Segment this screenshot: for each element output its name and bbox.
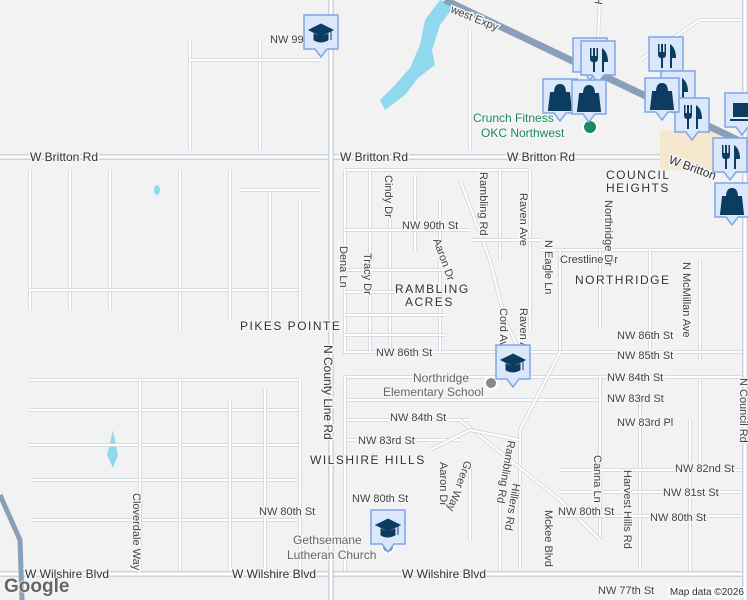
map-label-nw83: NW 83rd St [358, 435, 415, 447]
school-pin[interactable] [370, 509, 406, 554]
minor-road-fill [459, 419, 601, 541]
map-label-dena: Dena Ln [337, 246, 349, 288]
map-label-nw80: NW 80th St [352, 493, 408, 505]
map-label-britton: W Britton Rd [30, 150, 98, 164]
map-label-mcmillan: N McMillan Ave [680, 262, 692, 338]
map-label-nw85: NW 85th St [617, 350, 673, 362]
school-icon [499, 353, 527, 373]
map-label-county_line: N County Line Rd [321, 345, 335, 440]
map-label-northridge: NORTHRIDGE [575, 273, 670, 287]
shopping-bag-pin[interactable] [714, 182, 748, 227]
map-label-nw86: NW 86th St [376, 347, 432, 359]
map-label-wilshire: W Wilshire Blvd [402, 567, 486, 581]
school-icon [374, 518, 402, 538]
school-icon [307, 23, 335, 43]
restaurant-icon [658, 44, 676, 68]
map-label-raven: Raven Ave [517, 193, 529, 246]
pin-background [712, 137, 748, 182]
map-label-council_rd: N Council Rd [737, 378, 748, 443]
minor-road-fill [459, 179, 521, 353]
restaurant-pin[interactable] [674, 97, 710, 142]
map-label-wilshire: W Wilshire Blvd [25, 567, 109, 581]
google-logo: Google [4, 576, 70, 597]
pond [107, 430, 118, 468]
laptop-icon [730, 103, 748, 121]
map-label-britton: W Britton Rd [507, 150, 575, 164]
map-label-rambling_rd: Rambling Rd [477, 172, 489, 236]
pin-background [580, 40, 616, 85]
map-label-mckee: Mckee Blvd [542, 510, 554, 567]
map-label-nw90: NW 90th St [402, 220, 458, 232]
school-marker[interactable] [484, 376, 498, 390]
map-label-crunch1: Crunch Fitness - [473, 111, 561, 125]
map-label-wilshire: W Wilshire Blvd [232, 567, 316, 581]
map-label-aaron: Aaron Dr [430, 237, 456, 283]
map-label-council1: COUNCIL [606, 168, 671, 182]
shopping-bag-icon [719, 187, 745, 215]
shopping-bag-icon [547, 83, 573, 111]
map-label-nw83: NW 83rd St [607, 393, 664, 405]
minor-road-fill [519, 351, 561, 574]
restaurant-pin[interactable] [580, 40, 616, 85]
school-pin[interactable] [303, 14, 339, 59]
map-label-school1: Northridge [413, 371, 469, 385]
map-label-hefner: H [593, 0, 606, 6]
map-label-pikes: PIKES POINTE [240, 319, 341, 333]
shopping-bag-icon [649, 82, 675, 110]
map-label-nw86: NW 86th St [617, 330, 673, 342]
map-label-council2: HEIGHTS [606, 181, 670, 195]
minor-road-fill [429, 428, 521, 451]
map-label-northridge_dr: Northridge Dr [602, 200, 614, 266]
map-label-cloverdale: Cloverdale Way [130, 493, 142, 571]
map-label-britton: W Britton Rd [340, 150, 408, 164]
map-label-cindy: Cindy Dr [382, 175, 394, 218]
map-label-nw81: NW 81st St [663, 487, 719, 499]
highway-southwest [0, 493, 25, 600]
map-pins[interactable] [303, 14, 748, 554]
map-label-canna: Canna Ln [591, 455, 603, 503]
restaurant-icon [590, 48, 608, 72]
laptop-pin[interactable] [724, 92, 748, 137]
map-label-nw_expy: west Expy [448, 3, 500, 33]
map-label-eagle: N Eagle Ln [542, 240, 554, 294]
map-label-school2: Elementary School [383, 385, 484, 399]
map-label-wilshire_hills: WILSHIRE HILLS [310, 453, 426, 467]
map-label-nw77: NW 77th St [598, 585, 654, 597]
map-label-rambling1: RAMBLING [395, 282, 470, 296]
restaurant-icon [684, 105, 702, 129]
map-label-nw80: NW 80th St [558, 506, 614, 518]
map-label-cord: Cord Ave [497, 308, 509, 353]
map-label-nw99: NW 99 [270, 34, 304, 46]
map-label-rambling2: ACRES [405, 295, 454, 309]
map-label-church1: Gethsemane [293, 533, 362, 547]
map-attribution[interactable]: Map data ©2026 [667, 587, 746, 598]
map-label-crestline: Crestline Dr [560, 254, 618, 266]
restaurant-pin[interactable] [712, 137, 748, 182]
shopping-bag-icon [576, 84, 602, 112]
map-label-nw84: NW 84th St [607, 372, 663, 384]
gym-marker[interactable] [582, 119, 598, 135]
map-label-nw80: NW 80th St [650, 512, 706, 524]
map-label-harvest: Harvest Hills Rd [621, 470, 633, 549]
lake [380, 0, 455, 110]
restaurant-icon [722, 145, 740, 169]
map-label-crunch2: OKC Northwest [481, 126, 565, 140]
shopping-bag-pin[interactable] [542, 78, 578, 123]
map-label-tracy: Tracy Dr [361, 253, 373, 295]
map-label-aaron: Aaron Dr [437, 462, 449, 506]
map-label-church2: Lutheran Church [287, 548, 376, 562]
map-label-nw84: NW 84th St [390, 412, 446, 424]
map-label-nw83pl: NW 83rd Pl [617, 417, 673, 429]
pond [154, 185, 160, 195]
shopping-bag-pin[interactable] [571, 79, 607, 124]
shopping-bag-pin[interactable] [644, 77, 680, 122]
map-label-nw80: NW 80th St [259, 506, 315, 518]
pin-background [674, 97, 710, 142]
water-bodies [107, 0, 455, 468]
school-pin[interactable] [495, 344, 531, 389]
restaurant-pin[interactable] [648, 36, 684, 81]
map-label-nw82: NW 82nd St [675, 463, 734, 475]
